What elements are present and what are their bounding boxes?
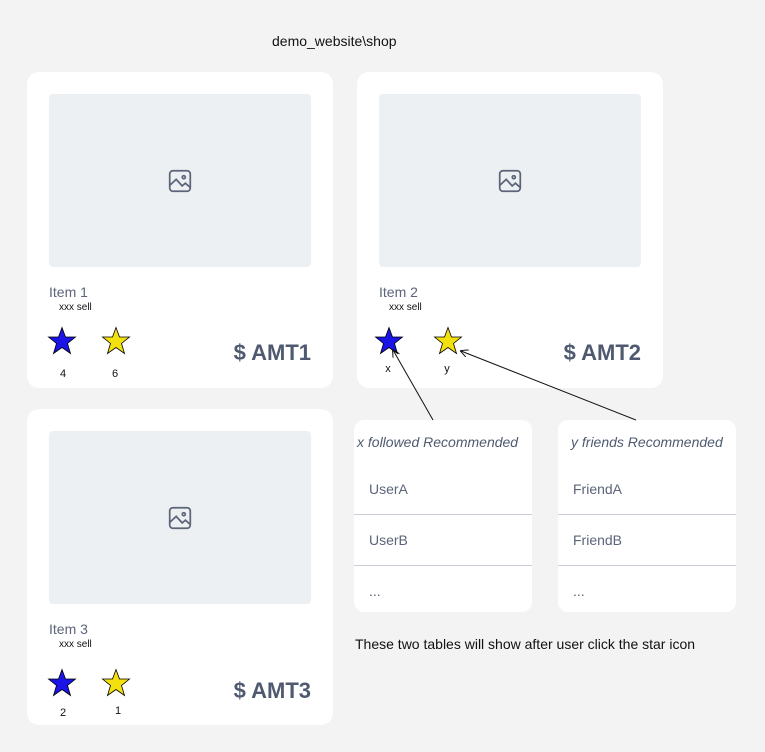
panel-title: y friends Recommended — [571, 434, 723, 450]
blue-star-icon[interactable] — [47, 326, 77, 356]
product-price: $ AMT1 — [233, 340, 311, 365]
list-item[interactable]: FriendB — [558, 514, 736, 565]
list-item[interactable]: ... — [558, 565, 736, 612]
yellow-star-count: 1 — [114, 705, 122, 717]
list-item[interactable]: UserB — [354, 514, 532, 565]
list-item[interactable]: ... — [354, 565, 532, 612]
product-card[interactable]: Item 3 xxx sell 2 1 $ AMT3 — [27, 409, 333, 725]
blue-star-count: x — [385, 363, 391, 375]
yellow-star-count: y — [444, 363, 450, 375]
friends-recommended-panel: y friends Recommended FriendA FriendB ..… — [558, 420, 736, 612]
product-seller: xxx sell — [59, 302, 92, 313]
annotation-note: These two tables will show after user cl… — [355, 636, 696, 652]
yellow-star-icon[interactable] — [433, 326, 463, 356]
product-name[interactable]: Item 2 — [379, 284, 418, 300]
panel-title: x followed Recommended — [357, 434, 519, 450]
blue-star-count: 4 — [59, 368, 67, 380]
product-seller: xxx sell — [59, 639, 92, 650]
image-icon — [498, 169, 522, 192]
product-name[interactable]: Item 3 — [49, 621, 88, 637]
list-item[interactable]: FriendA — [573, 481, 623, 497]
product-seller: xxx sell — [389, 302, 422, 313]
product-image — [379, 94, 641, 267]
product-card[interactable]: Item 2 xxx sell x y $ AMT2 — [357, 72, 663, 388]
product-price: $ AMT3 — [233, 678, 311, 703]
product-image — [49, 94, 311, 267]
blue-star-icon[interactable] — [47, 668, 77, 698]
blue-star-icon[interactable] — [374, 326, 404, 356]
product-price: $ AMT2 — [563, 340, 641, 365]
yellow-star-icon[interactable] — [101, 668, 131, 698]
blue-star-count: 2 — [59, 707, 67, 719]
product-name[interactable]: Item 1 — [49, 284, 88, 300]
image-icon — [168, 506, 192, 529]
image-icon — [168, 169, 192, 192]
list-item[interactable]: UserA — [369, 481, 408, 497]
followed-recommended-panel: x followed Recommended UserA UserB ... — [354, 420, 532, 612]
product-card[interactable]: Item 1 xxx sell 4 6 $ AMT1 — [27, 72, 333, 388]
yellow-star-count: 6 — [111, 368, 119, 380]
breadcrumb: demo_website\shop — [272, 33, 397, 49]
yellow-star-icon[interactable] — [101, 326, 131, 356]
product-image — [49, 431, 311, 604]
